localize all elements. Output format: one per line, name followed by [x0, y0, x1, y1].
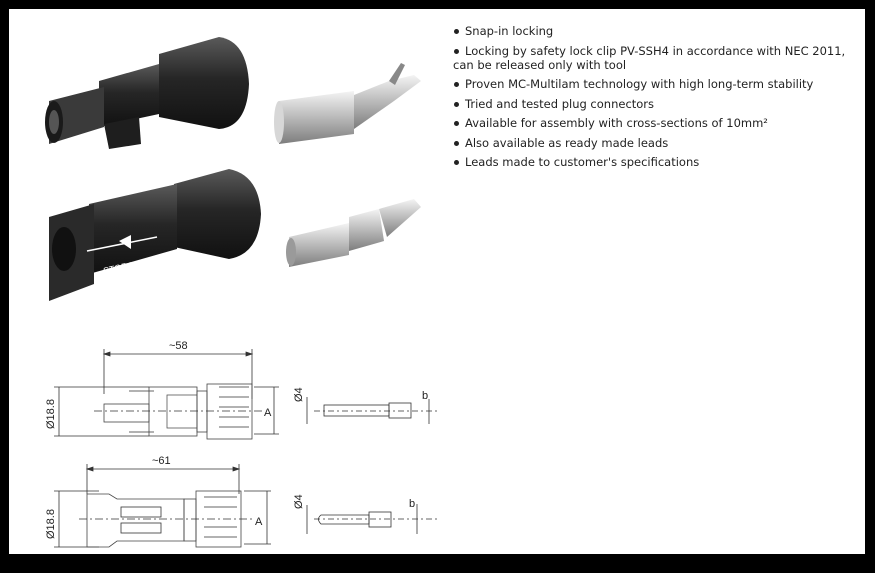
bullet-icon [454, 140, 459, 146]
bullet-icon [454, 121, 459, 126]
feature-item: Also available as ready made leads [453, 136, 853, 150]
b-dimension: b [409, 498, 415, 510]
female-connector-drawing: ~61 Ø18.8 A Ø4 b [45, 455, 439, 548]
length-dimension: ~58 [169, 340, 188, 352]
feature-item: Snap-in locking [453, 24, 853, 38]
feature-item: Leads made to customer's specifications [453, 155, 853, 169]
bullet-icon [454, 29, 459, 34]
feature-item: Tried and tested plug connectors [453, 97, 853, 111]
a-dimension: A [264, 407, 272, 419]
content-panel: STOP ! Snap-in locking Locking by safety… [9, 9, 865, 554]
male-connector-image [45, 37, 249, 149]
male-pin-image [274, 63, 421, 144]
bullet-icon [454, 48, 459, 54]
bullet-icon [454, 160, 459, 165]
pin-diameter-dimension: Ø4 [293, 387, 305, 402]
feature-item: Locking by safety lock clip PV-SSH4 in a… [453, 43, 846, 72]
male-connector-drawing: ~58 Ø18.8 A Ø4 b [45, 340, 439, 440]
connector-photos: STOP ! [45, 37, 421, 301]
length-dimension: ~61 [152, 455, 171, 467]
feature-item: Available for assembly with cross-sectio… [453, 116, 853, 130]
a-dimension: A [255, 516, 263, 528]
pin-diameter-dimension: Ø4 [293, 494, 305, 509]
diameter-dimension: Ø18.8 [45, 399, 57, 429]
b-dimension: b [422, 390, 428, 402]
diameter-dimension: Ø18.8 [45, 509, 57, 539]
feature-item: Proven MC-Multilam technology with high … [453, 77, 853, 91]
technical-drawings: ~58 Ø18.8 A Ø4 b [45, 340, 439, 548]
bullet-icon [454, 101, 459, 107]
bullet-icon [454, 82, 459, 87]
female-connector-image: STOP ! [49, 169, 261, 301]
feature-list: Snap-in locking Locking by safety lock c… [453, 24, 853, 175]
female-pin-image [286, 199, 421, 267]
